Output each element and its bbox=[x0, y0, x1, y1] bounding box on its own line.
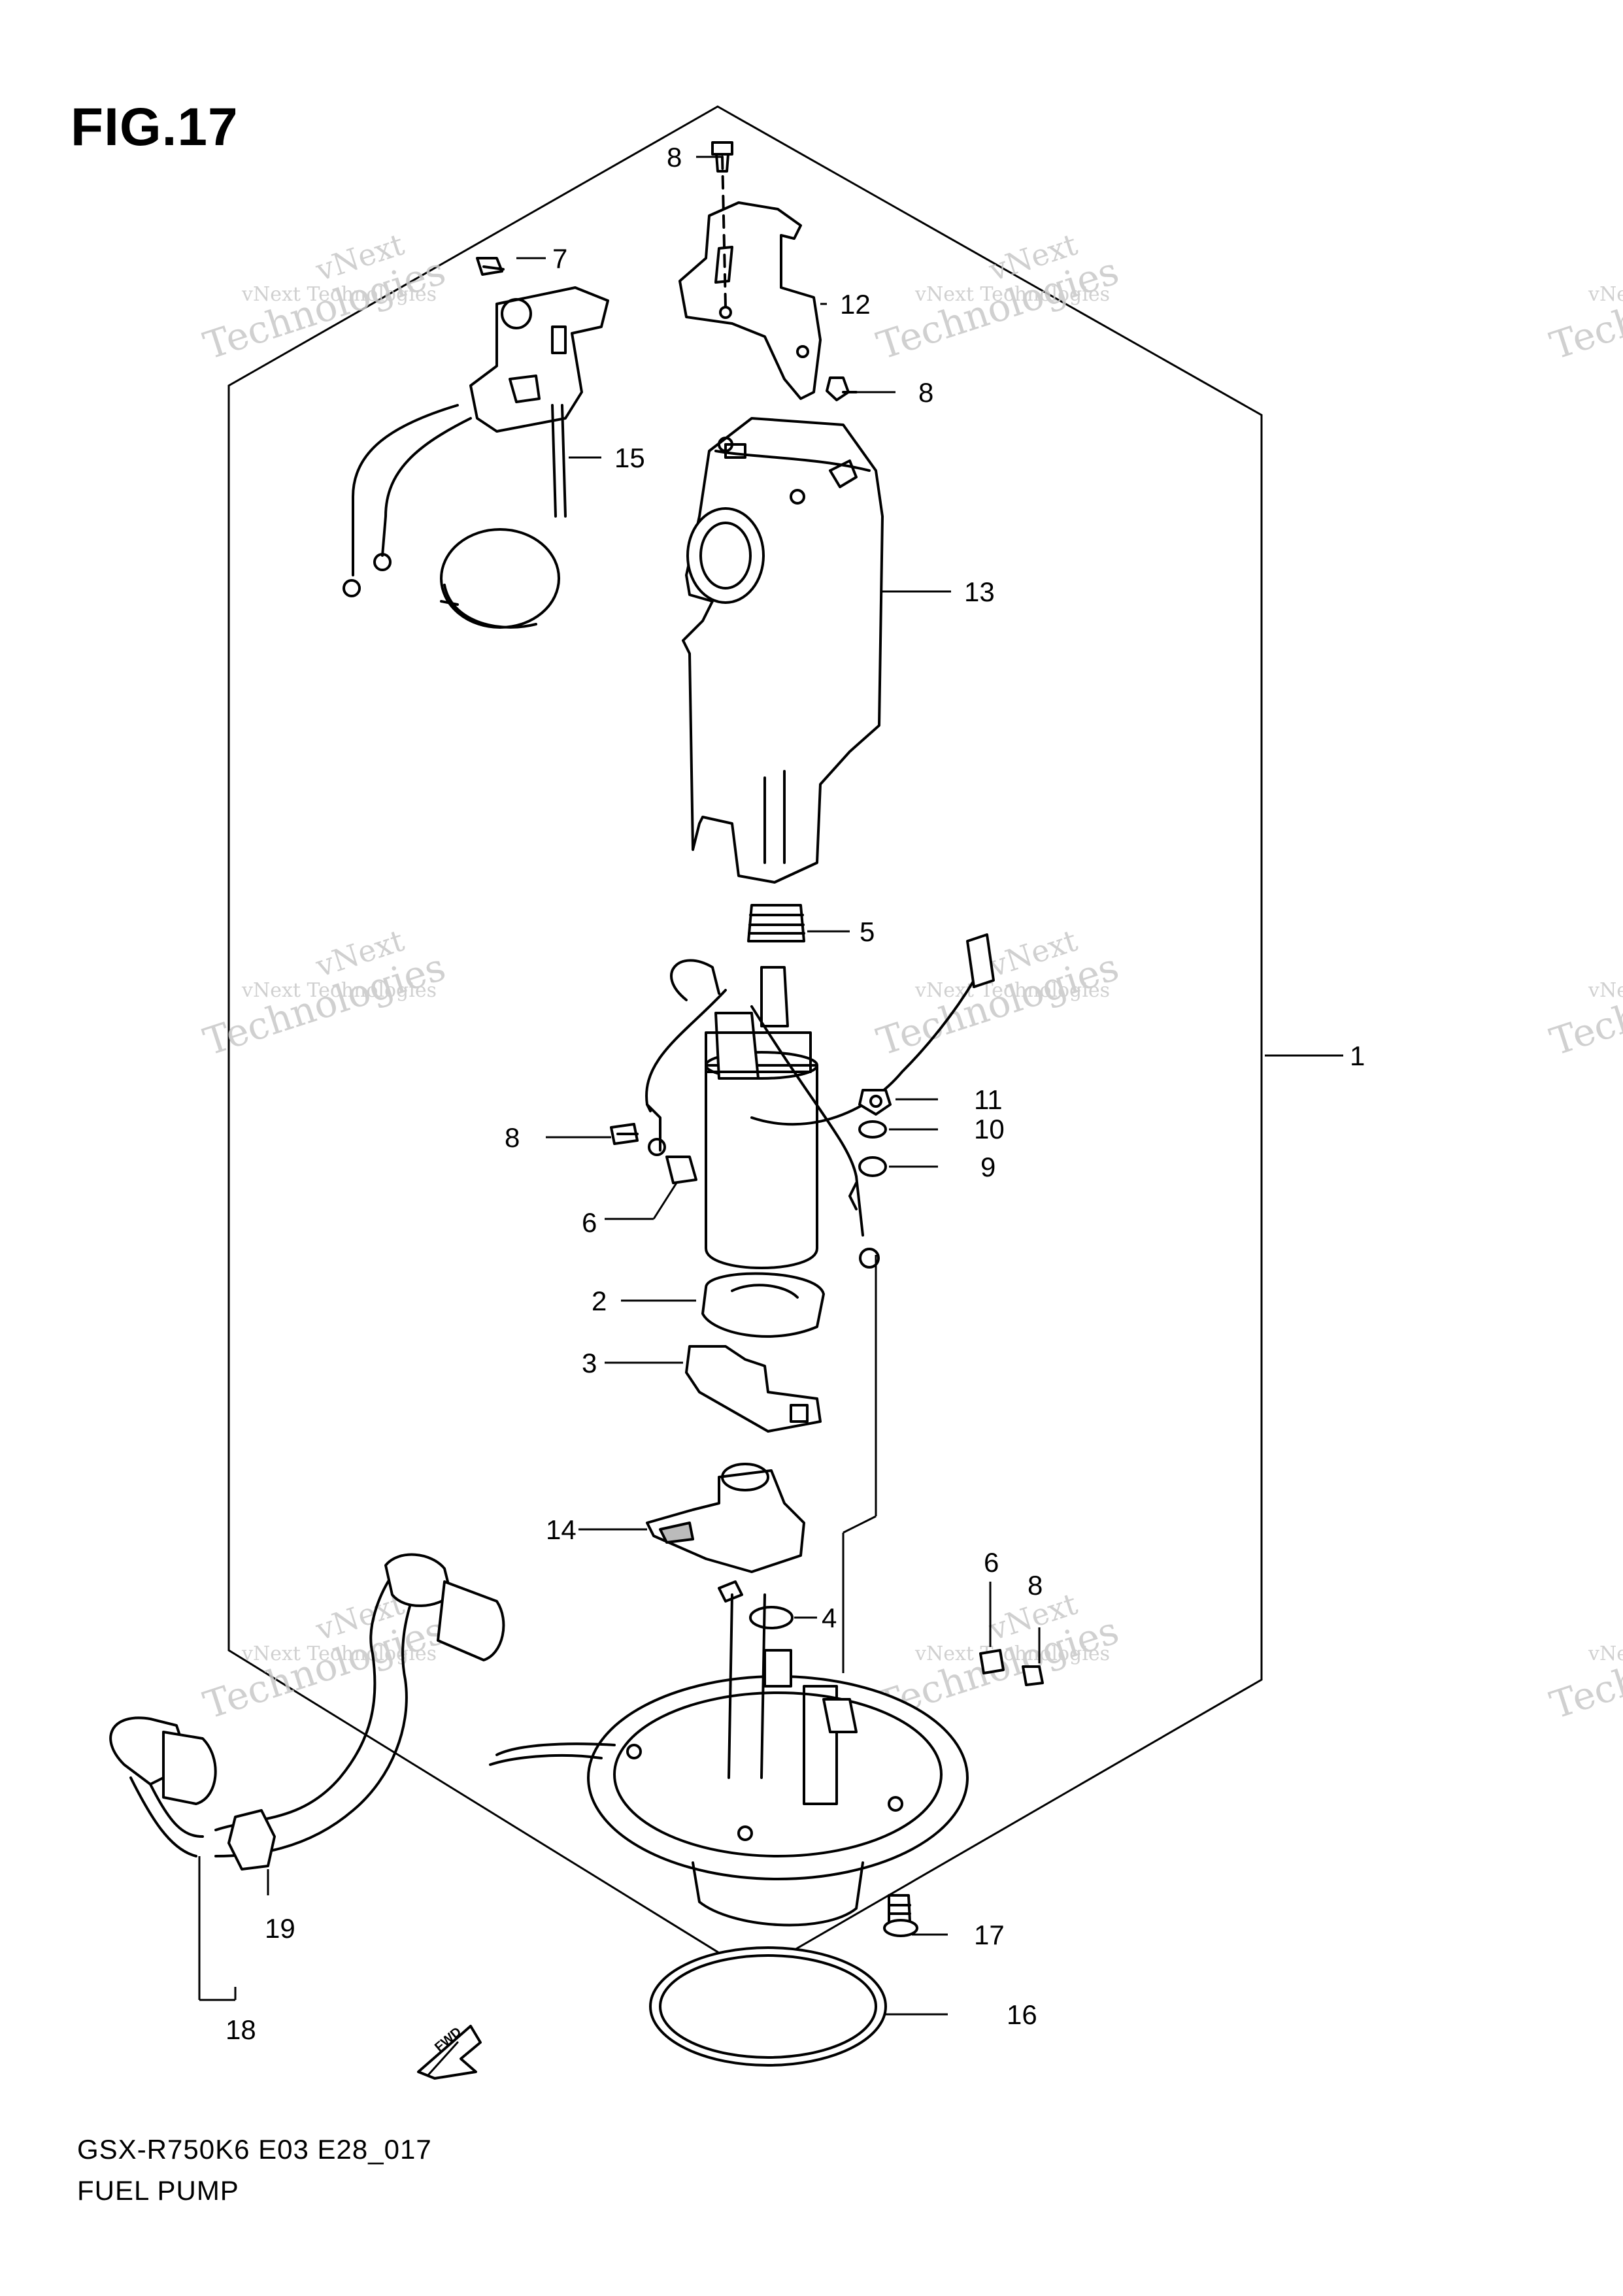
svg-text:vNext Technologies: vNext Technologies bbox=[914, 979, 1110, 1002]
svg-text:vNext Technologies: vNext Technologies bbox=[914, 1642, 1110, 1665]
watermark-2: vNext Technologies vNext Technologies bbox=[871, 226, 1124, 368]
callout-5: 5 bbox=[860, 916, 875, 947]
watermark-4: vNext Technologies vNext Technologies bbox=[871, 922, 1124, 1064]
callout-1: 1 bbox=[1350, 1040, 1365, 1071]
callout-16: 16 bbox=[1007, 1999, 1037, 2030]
washer-part-9 bbox=[858, 1156, 887, 1177]
callout-6-pump: 6 bbox=[582, 1207, 597, 1238]
callout-13: 13 bbox=[964, 576, 995, 607]
watermark-8: vNext Technologies Technologies bbox=[1545, 944, 1623, 1064]
fuel-level-gauge-part-15 bbox=[343, 286, 609, 629]
callout-6-flange: 6 bbox=[984, 1547, 999, 1578]
callout-8-top: 8 bbox=[667, 142, 682, 173]
callout-10: 10 bbox=[974, 1114, 1005, 1144]
svg-text:vNext Technologies: vNext Technologies bbox=[1588, 283, 1623, 306]
callout-4: 4 bbox=[822, 1603, 837, 1633]
o-ring-part-16 bbox=[649, 1946, 887, 2067]
callout-8-bracket: 8 bbox=[918, 377, 933, 408]
nut-part-11 bbox=[858, 1089, 892, 1116]
screw-part-7 bbox=[476, 257, 505, 276]
watermark-1: vNext Technologies vNext Technologies bbox=[198, 226, 450, 368]
o-ring-part-4 bbox=[749, 1606, 794, 1629]
forward-arrow-icon bbox=[417, 2025, 482, 2080]
watermark-5: vNext Technologies vNext Technologies bbox=[198, 1586, 450, 1727]
svg-text:vNext Technologies: vNext Technologies bbox=[914, 283, 1110, 306]
callout-11: 11 bbox=[974, 1084, 1003, 1115]
svg-text:vNext Technologies: vNext Technologies bbox=[1588, 979, 1623, 1002]
callout-2: 2 bbox=[592, 1286, 607, 1316]
o-ring-part-16-inner bbox=[659, 1954, 877, 2059]
callout-18: 18 bbox=[226, 2014, 256, 2045]
callout-19: 19 bbox=[265, 1913, 295, 1944]
pump-holder-part-13 bbox=[682, 417, 884, 884]
svg-text:vNext Technologies: vNext Technologies bbox=[241, 979, 437, 1002]
svg-text:vNext Technologies: vNext Technologies bbox=[1588, 1642, 1623, 1665]
callout-15: 15 bbox=[614, 442, 645, 473]
callout-17: 17 bbox=[974, 1920, 1005, 1950]
plate-part-6-lower bbox=[979, 1649, 1005, 1674]
svg-text:Technologies: Technologies bbox=[1545, 1608, 1623, 1727]
pump-flange-plate bbox=[489, 1580, 969, 1927]
watermark-9: vNext Technologies Technologies bbox=[1545, 1608, 1623, 1727]
watermark-3: vNext Technologies vNext Technologies bbox=[198, 922, 450, 1064]
callout-3: 3 bbox=[582, 1348, 597, 1378]
screw-part-8-left bbox=[610, 1123, 639, 1145]
callout-7: 7 bbox=[552, 243, 567, 274]
fuel-hose-part-18 bbox=[109, 1553, 505, 1857]
cap-part-5 bbox=[747, 904, 805, 942]
bracket-part-12 bbox=[678, 156, 822, 400]
plate-part-6 bbox=[665, 1156, 697, 1184]
svg-text:Technologies: Technologies bbox=[1545, 248, 1623, 368]
bolt-part-17 bbox=[883, 1894, 918, 1937]
callout-8-flange: 8 bbox=[1028, 1570, 1043, 1601]
washer-part-10 bbox=[858, 1120, 887, 1139]
callout-labels: 1 2 3 4 5 6 6 7 8 8 8 8 9 10 11 12 13 14… bbox=[226, 142, 1365, 2055]
screw-part-8-top bbox=[711, 141, 733, 173]
clamp-part-19 bbox=[227, 1809, 276, 1871]
retainer-part-3 bbox=[685, 1345, 822, 1433]
seal-part-2 bbox=[701, 1272, 825, 1338]
svg-text:Technologies: Technologies bbox=[1545, 944, 1623, 1064]
screw-part-8-right bbox=[826, 376, 858, 401]
callout-9: 9 bbox=[980, 1152, 996, 1182]
model-code: GSX-R750K6 E03 E28_017 bbox=[77, 2134, 432, 2165]
svg-text:vNext Technologies: vNext Technologies bbox=[241, 283, 437, 306]
watermark-7: vNext Technologies Technologies bbox=[1545, 248, 1623, 368]
screw-part-8-lower bbox=[1022, 1665, 1044, 1686]
leader-lines bbox=[198, 156, 1343, 2016]
fuel-pump-body bbox=[645, 933, 995, 1269]
strainer-part-14 bbox=[646, 1463, 805, 1573]
callout-8-pump: 8 bbox=[505, 1122, 520, 1153]
callout-12: 12 bbox=[840, 289, 871, 320]
watermarks: vNext Technologies vNext Technologies vN… bbox=[198, 226, 1623, 1727]
figure-name: FUEL PUMP bbox=[77, 2175, 239, 2206]
callout-14: 14 bbox=[546, 1514, 577, 1545]
figure-title: FIG.17 bbox=[71, 97, 239, 157]
